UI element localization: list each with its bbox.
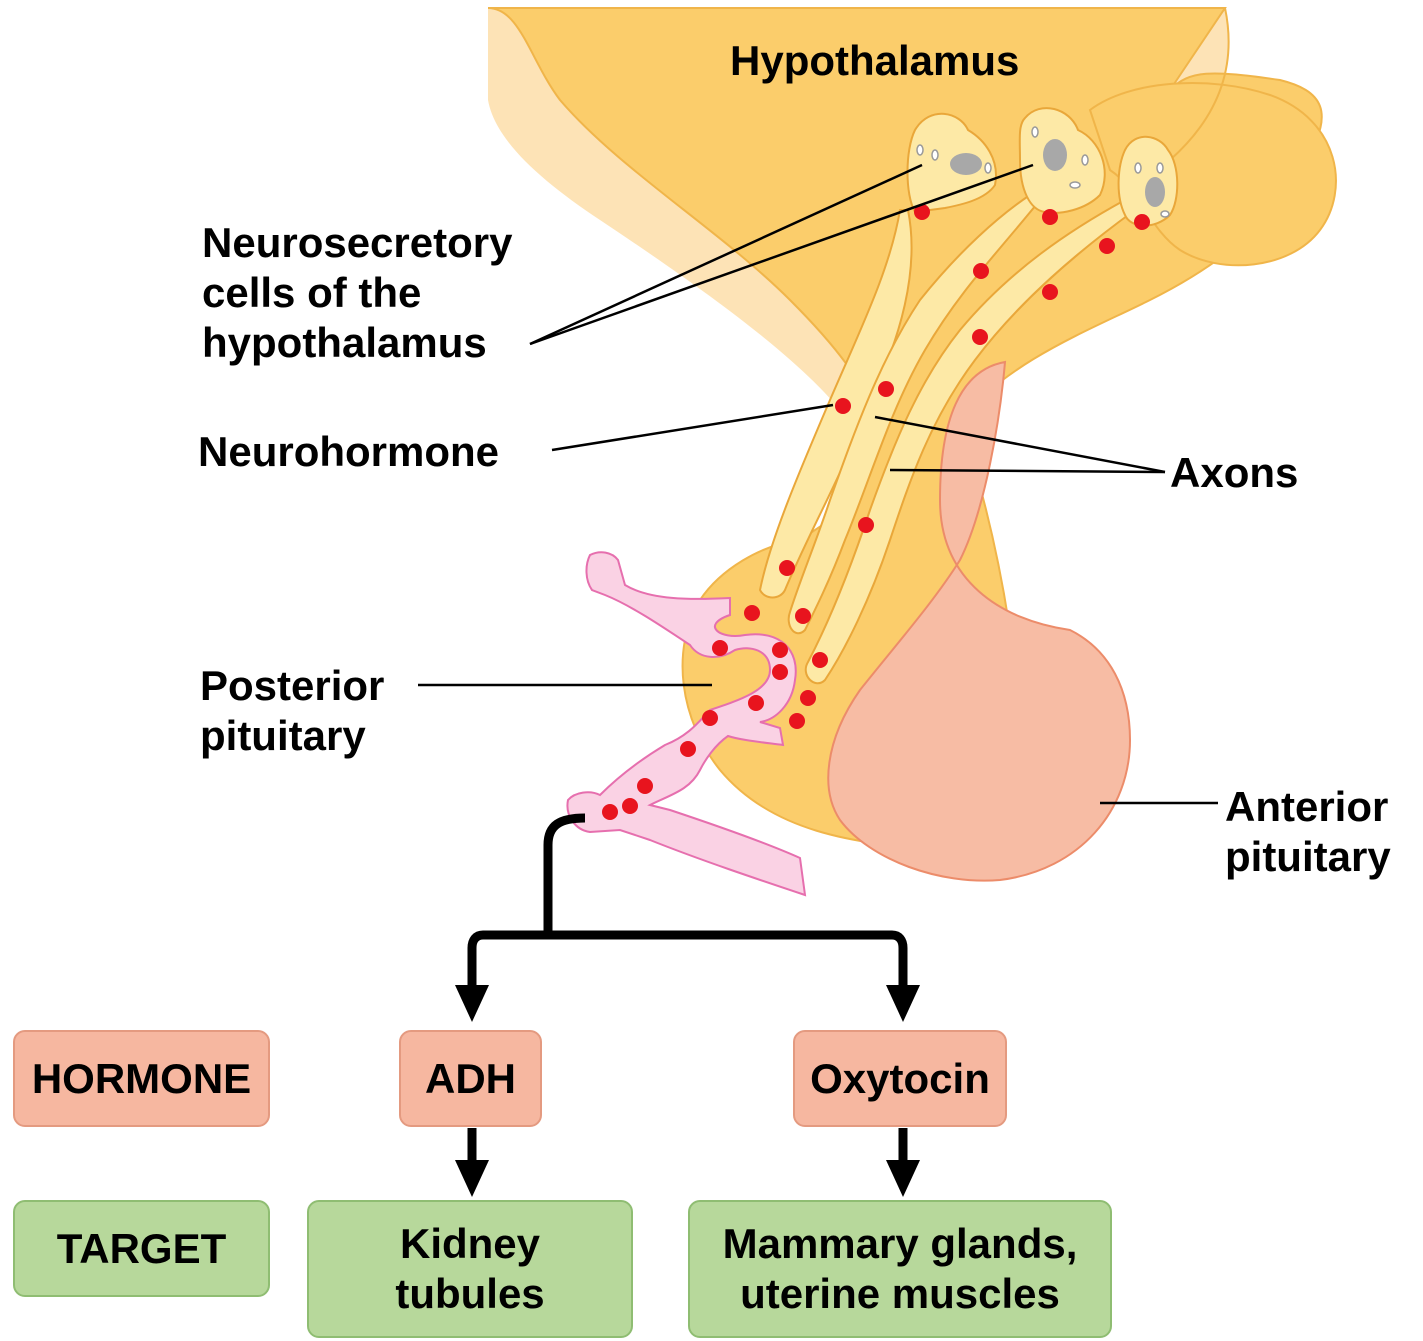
adh-box: ADH bbox=[399, 1030, 542, 1127]
hypothalamus-label: Hypothalamus bbox=[730, 36, 1019, 86]
mammary-uterine-box: Mammary glands, uterine muscles bbox=[688, 1200, 1112, 1338]
axons-label: Axons bbox=[1170, 448, 1298, 498]
legend-target-box: TARGET bbox=[13, 1200, 270, 1297]
vessel-output-line bbox=[548, 818, 585, 935]
vesicle bbox=[917, 145, 923, 155]
hormone-dot bbox=[795, 608, 811, 624]
hormone-dot bbox=[972, 329, 988, 345]
legend-hormone-box: HORMONE bbox=[13, 1030, 270, 1127]
hormone-dot bbox=[744, 605, 760, 621]
vesicle bbox=[1032, 127, 1038, 137]
vesicle bbox=[985, 163, 991, 173]
hormone-dot bbox=[878, 381, 894, 397]
hormone-dot bbox=[800, 690, 816, 706]
hormone-dot bbox=[602, 804, 618, 820]
vesicle bbox=[1161, 211, 1169, 217]
nucleus-1 bbox=[950, 153, 982, 175]
hormone-dot bbox=[973, 263, 989, 279]
hormone-dot bbox=[1134, 214, 1150, 230]
arrowhead-kidney bbox=[455, 1160, 489, 1197]
hormone-dot bbox=[1042, 209, 1058, 225]
arrowhead-adh bbox=[455, 985, 489, 1022]
hormone-dot bbox=[1099, 238, 1115, 254]
hormone-dot bbox=[779, 560, 795, 576]
hormone-dot bbox=[789, 713, 805, 729]
hormone-dot bbox=[772, 664, 788, 680]
arrowhead-oxytocin bbox=[886, 985, 920, 1022]
posterior-pituitary-label: Posterior pituitary bbox=[200, 661, 384, 761]
neurohormone-label: Neurohormone bbox=[198, 427, 499, 477]
arrowhead-mammary bbox=[886, 1160, 920, 1197]
hormone-dot bbox=[1042, 284, 1058, 300]
hormone-dot bbox=[835, 398, 851, 414]
neurosecretory-cells-label: Neurosecretory cells of the hypothalamus bbox=[202, 218, 512, 368]
hormone-dot bbox=[680, 741, 696, 757]
vesicle bbox=[1135, 163, 1141, 173]
hormone-dot bbox=[812, 652, 828, 668]
hormone-dot bbox=[858, 517, 874, 533]
vesicle bbox=[1157, 163, 1163, 173]
vesicle bbox=[1070, 182, 1080, 188]
nucleus-3 bbox=[1145, 177, 1165, 207]
hormone-dot bbox=[712, 640, 728, 656]
oxytocin-box: Oxytocin bbox=[793, 1030, 1007, 1127]
hormone-dot bbox=[748, 695, 764, 711]
leader-neurohormone bbox=[552, 405, 833, 450]
branch-line bbox=[472, 935, 903, 985]
kidney-tubules-box: Kidney tubules bbox=[307, 1200, 633, 1338]
hormone-dot bbox=[637, 778, 653, 794]
vesicle bbox=[932, 150, 938, 160]
hormone-dot bbox=[772, 642, 788, 658]
nucleus-2 bbox=[1043, 139, 1067, 171]
vesicle bbox=[1082, 155, 1088, 165]
hormone-dot bbox=[622, 798, 638, 814]
hormone-dot bbox=[702, 710, 718, 726]
anterior-pituitary-label: Anterior pituitary bbox=[1225, 782, 1391, 882]
